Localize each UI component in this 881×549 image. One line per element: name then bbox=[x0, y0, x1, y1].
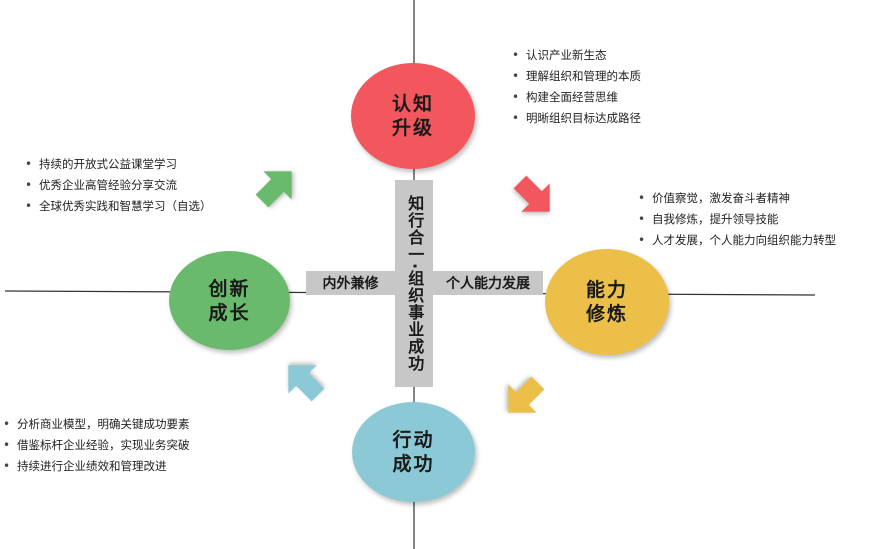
stage-action-line2: 成功 bbox=[392, 453, 435, 475]
stage-cognition-line1: 认知 bbox=[391, 93, 434, 115]
stage-ability-line2: 修炼 bbox=[585, 303, 628, 325]
arrow-to-action bbox=[508, 376, 545, 413]
bullet-item: 明晰组织目标达成路径 bbox=[512, 108, 641, 129]
bullet-item: 优秀企业高管经验分享交流 bbox=[25, 175, 212, 196]
bullet-item: 自我修炼，提升领导技能 bbox=[638, 209, 836, 230]
bullet-item: 价值察觉，激发奋斗者精神 bbox=[638, 188, 836, 209]
bullet-list-action: 分析商业模型，明确关键成功要素 借鉴标杆企业经验，实现业务突破 持续进行企业绩效… bbox=[3, 414, 190, 477]
arrow-to-ability bbox=[513, 175, 550, 212]
bullet-item: 借鉴标杆企业经验，实现业务突破 bbox=[3, 435, 190, 456]
stage-circle-growth: 创新 成长 bbox=[169, 251, 290, 350]
stage-action-line1: 行动 bbox=[392, 429, 435, 451]
arrow-to-cognition bbox=[255, 171, 292, 208]
bullet-list-growth: 持续的开放式公益课堂学习 优秀企业高管经验分享交流 全球优秀实践和智慧学习（自选… bbox=[25, 154, 212, 217]
stage-circle-action: 行动 成功 bbox=[352, 402, 475, 502]
stage-growth-line2: 成长 bbox=[208, 301, 251, 324]
left-axis-label: 内外兼修 bbox=[306, 271, 395, 295]
bullet-item: 分析商业模型，明确关键成功要素 bbox=[3, 414, 190, 435]
stage-circle-cognition: 认知 升级 bbox=[351, 63, 475, 169]
bullet-list-cognition: 认识产业新生态 理解组织和管理的本质 构建全面经营思维 明晰组织目标达成路径 bbox=[512, 45, 641, 129]
center-vertical-label: 知行合一·组织事业成功 bbox=[395, 180, 433, 387]
right-axis-label: 个人能力发展 bbox=[433, 271, 543, 295]
bullet-item: 持续进行企业绩效和管理改进 bbox=[3, 456, 190, 477]
bullet-item: 认识产业新生态 bbox=[512, 45, 641, 66]
stage-growth-line1: 创新 bbox=[208, 277, 251, 300]
stage-circle-ability: 能力 修炼 bbox=[545, 249, 669, 355]
stage-cognition-line2: 升级 bbox=[391, 117, 434, 139]
bullet-item: 全球优秀实践和智慧学习（自选） bbox=[25, 196, 212, 217]
bullet-item: 理解组织和管理的本质 bbox=[512, 66, 641, 87]
bullet-item: 持续的开放式公益课堂学习 bbox=[25, 154, 212, 175]
bullet-item: 构建全面经营思维 bbox=[512, 87, 641, 108]
bullet-item: 人才发展，个人能力向组织能力转型 bbox=[638, 230, 836, 251]
arrow-to-growth bbox=[288, 365, 325, 402]
stage-ability-line1: 能力 bbox=[585, 279, 628, 301]
bullet-list-ability: 价值察觉，激发奋斗者精神 自我修炼，提升领导技能 人才发展，个人能力向组织能力转… bbox=[638, 188, 836, 251]
